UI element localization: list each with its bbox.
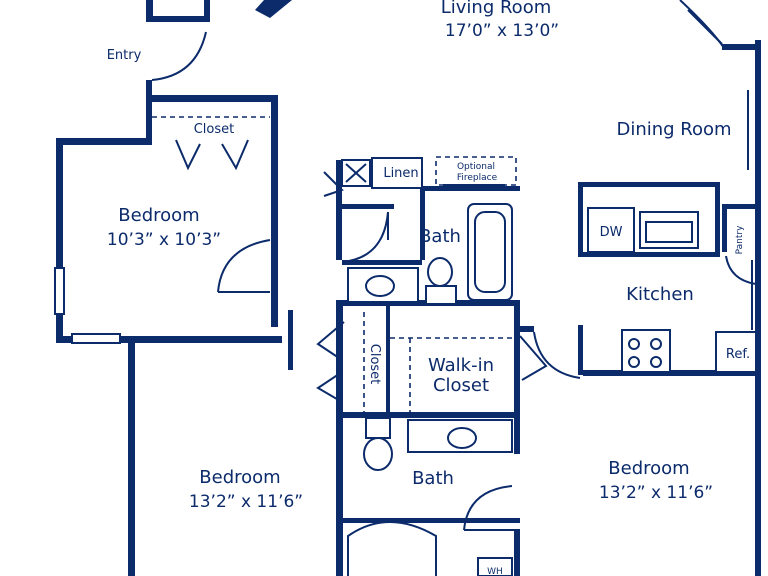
doors xyxy=(151,0,757,531)
bath-lower-label: Bath xyxy=(412,468,454,489)
toilet-upper xyxy=(425,257,457,305)
fireplace-line1: Optional xyxy=(457,162,495,172)
ref-label: Ref. xyxy=(726,347,750,362)
fixtures xyxy=(341,157,757,576)
windows xyxy=(54,90,753,344)
bedroom-a-size: 10’3” x 10’3” xyxy=(107,230,221,250)
wh-label: WH xyxy=(487,567,503,576)
dw-label: DW xyxy=(600,225,623,240)
vanity-upper xyxy=(347,267,419,303)
pantry-label: Pantry xyxy=(735,225,745,254)
walkin-line2: Closet xyxy=(433,375,489,396)
walkin-line1: Walk-in xyxy=(428,355,494,376)
living-room-name: Living Room xyxy=(441,0,552,18)
closet-vertical-label: Closet xyxy=(367,344,382,385)
bedroom-b-name: Bedroom xyxy=(199,467,280,488)
living-room-size: 17’0” x 13’0” xyxy=(445,21,559,41)
linen-label: Linen xyxy=(383,166,418,181)
dining-room-name: Dining Room xyxy=(616,119,731,140)
linen-shelf xyxy=(371,157,423,189)
vanity-lower xyxy=(407,419,513,453)
water-heater xyxy=(477,557,513,576)
fireplace-line2: Fireplace xyxy=(457,173,498,183)
bath-upper-label: Bath xyxy=(419,226,461,247)
dishwasher xyxy=(587,207,635,253)
bedroom-b-size: 13’2” x 11’6” xyxy=(189,492,303,512)
kitchen-label: Kitchen xyxy=(626,284,694,305)
tub-upper xyxy=(467,203,513,301)
bedroom-c-name: Bedroom xyxy=(608,458,689,479)
labels: Living Room 17’0” x 13’0” Entry Dining R… xyxy=(107,0,750,576)
walls xyxy=(56,0,761,576)
toilet-lower xyxy=(363,417,394,471)
tub-lower xyxy=(347,521,437,576)
entry-label: Entry xyxy=(107,48,142,63)
stove xyxy=(621,329,671,373)
refrigerator xyxy=(715,331,757,373)
closet-top-label: Closet xyxy=(194,122,235,137)
bedroom-c-size: 13’2” x 11’6” xyxy=(599,483,713,503)
dashed-lines xyxy=(152,116,517,412)
bedroom-a-name: Bedroom xyxy=(118,205,199,226)
